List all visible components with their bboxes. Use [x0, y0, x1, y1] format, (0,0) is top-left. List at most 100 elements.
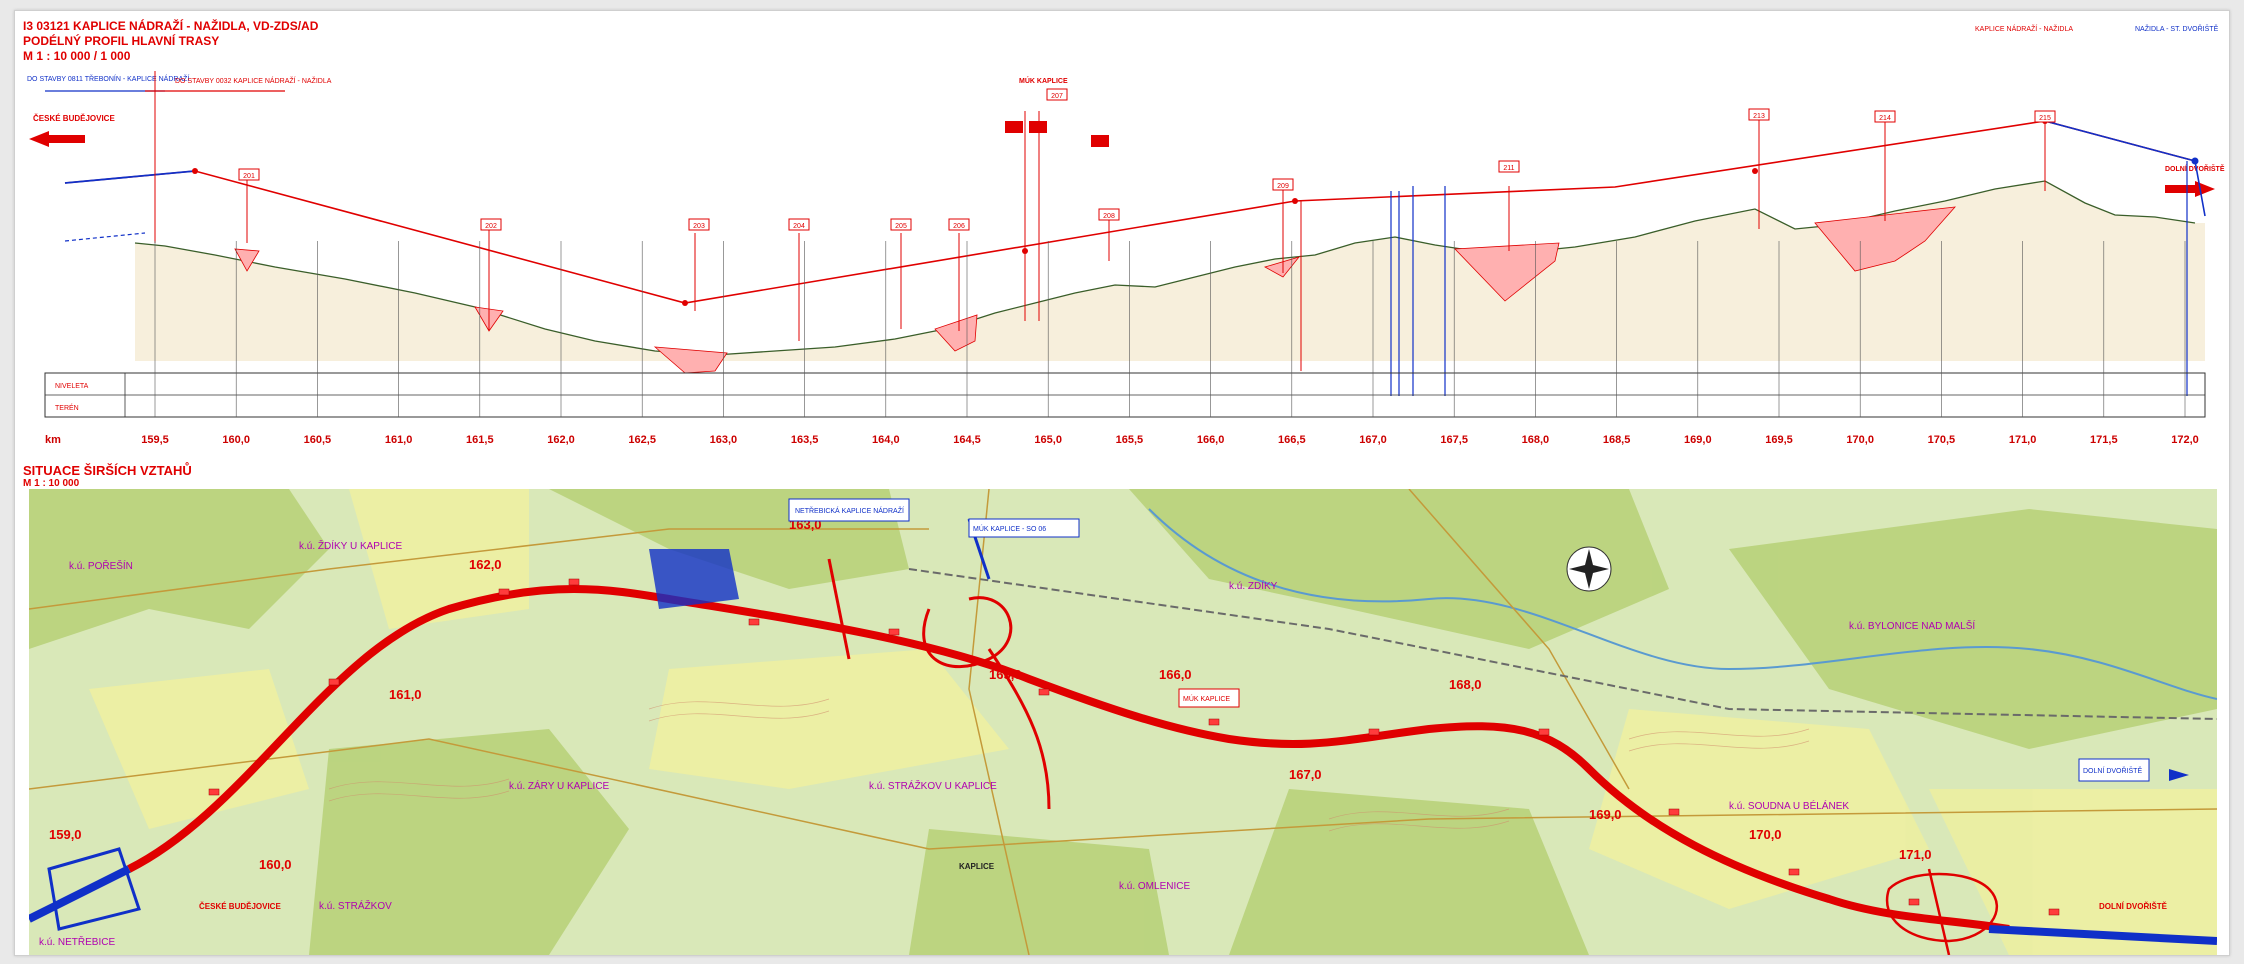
terrain-line: [134, 180, 2196, 356]
structure-202: 202: [485, 223, 497, 230]
structure-207: 207: [1051, 93, 1063, 100]
right-direction-label: DOLNÍ DVOŘIŠTĚ: [2165, 164, 2225, 173]
chainage-169: 169,0: [1589, 807, 1622, 822]
place-zdiky-2: k.ú. ZDÍKY: [1229, 579, 1278, 592]
profile-table: NIVELETA TERÉN: [44, 372, 2206, 418]
chainage-166: 166,0: [1159, 667, 1192, 682]
exit-sign-icon-3: [1091, 135, 1109, 147]
old-road-blue: [64, 232, 146, 242]
right-direction-arrow-icon: [2165, 181, 2215, 197]
km-tick-label: 160,0: [222, 434, 250, 446]
km-tick-label: 167,5: [1440, 434, 1468, 446]
km-tick-label: 167,0: [1359, 434, 1387, 446]
service-area-blue: [649, 549, 739, 609]
terrain-fill: [135, 181, 2205, 361]
chainage-159: 159,0: [49, 827, 82, 842]
right-note-1: KAPLICE NÁDRAŽÍ - NAŽIDLA: [1975, 24, 2073, 33]
profile-title-line-2: PODÉLNÝ PROFIL HLAVNÍ TRASY: [23, 34, 220, 48]
km-tick-label: 172,0: [2171, 434, 2199, 446]
kaplice-interchange: [827, 558, 1051, 810]
highway-alignment: [127, 585, 2010, 933]
structure-204: 204: [793, 223, 805, 230]
bridge-markers-blue: [1390, 161, 2188, 396]
km-tick-label: 159,5: [141, 434, 169, 446]
km-tick-label: 166,0: [1197, 434, 1225, 446]
km-tick-label: 164,5: [953, 434, 981, 446]
field-patches: [89, 489, 2217, 955]
km-tick-label: 166,5: [1278, 434, 1306, 446]
callout-4: DOLNÍ DVOŘIŠTĚ: [2083, 766, 2142, 775]
direction-kaplice: KAPLICE: [959, 862, 995, 871]
structure-markers: [154, 71, 2046, 371]
structure-symbols: [208, 578, 2060, 916]
structure-205: 205: [895, 223, 907, 230]
km-tick-label: 171,0: [2009, 434, 2037, 446]
profile-title-line-3: M 1 : 10 000 / 1 000: [23, 49, 131, 63]
km-tick-label: 161,5: [466, 434, 494, 446]
km-tick-label: 163,5: [791, 434, 819, 446]
km-tick-label: 162,0: [547, 434, 575, 446]
structure-208: 208: [1103, 213, 1115, 220]
km-tick-label: 171,5: [2090, 434, 2118, 446]
direction-dd: DOLNÍ DVOŘIŠTĚ: [2099, 902, 2168, 911]
map-arrow-icon: [2169, 769, 2189, 781]
situation-map: k.ú. POŘEŠÍN k.ú. ŽDÍKY U KAPLICE k.ú. S…: [29, 489, 2217, 955]
km-tick-label: 165,5: [1116, 434, 1144, 446]
km-ticks: 159,5 160,0 160,5 161,0 161,5 162,0 162,5 163,0…: [141, 241, 2199, 446]
map-callouts: NETŘEBICKÁ KAPLICE NÁDRAŽÍ MÚK KAPLICE M…: [788, 498, 2150, 782]
km-tick-label: 161,0: [385, 434, 413, 446]
situation-title: SITUACE ŠIRŠÍCH VZTAHŮ M 1 : 10 000: [23, 463, 423, 489]
drawing-sheet: I3 03121 KAPLICE NÁDRAŽÍ - NAŽIDLA, VD-Z…: [14, 10, 2230, 956]
place-omlenice: k.ú. OMLENICE: [1119, 881, 1190, 892]
longitudinal-profile: I3 03121 KAPLICE NÁDRAŽÍ - NAŽIDLA, VD-Z…: [15, 11, 2229, 463]
callout-3: MÚK KAPLICE - SO 06: [973, 524, 1046, 533]
situation-map-drawing: k.ú. POŘEŠÍN k.ú. ŽDÍKY U KAPLICE k.ú. S…: [29, 489, 2217, 955]
km-tick-label: 160,5: [304, 434, 332, 446]
place-soudna: k.ú. SOUDNA U BÉLÁNEK: [1729, 799, 1849, 812]
chainage-160: 160,0: [259, 857, 292, 872]
map-directions: ČESKÉ BUDĚJOVICE DOLNÍ DVOŘIŠTĚ KAPLICE: [199, 769, 2189, 911]
km-tick-label: 170,5: [1928, 434, 1956, 446]
structure-id-boxes: 201 202 203 204 205 206 207 208 209 211: [238, 88, 2056, 231]
place-strazkov: k.ú. STRÁŽKOV U KAPLICE: [869, 779, 997, 792]
exit-label: MÚK KAPLICE: [1019, 76, 1068, 85]
exit-sign-icon: [1005, 121, 1023, 133]
left-direction-arrow-icon: [29, 131, 85, 147]
structure-203: 203: [693, 223, 705, 230]
river: [1148, 508, 2217, 700]
end-interchange: [1885, 868, 1999, 955]
north-arrow-icon: [1566, 546, 1612, 592]
chainage-171: 171,0: [1899, 847, 1932, 862]
km-tick-label: 169,0: [1684, 434, 1712, 446]
chainage-170: 170,0: [1749, 827, 1782, 842]
chainage-167: 167,0: [1289, 767, 1322, 782]
row-label-teren: TERÉN: [55, 403, 79, 412]
railway: [908, 568, 2217, 720]
profile-title-line-1: I3 03121 KAPLICE NÁDRAŽÍ - NAŽIDLA, VD-Z…: [23, 19, 319, 33]
structure-209: 209: [1277, 183, 1289, 190]
place-labels: k.ú. POŘEŠÍN k.ú. ŽDÍKY U KAPLICE k.ú. S…: [39, 539, 1975, 948]
km-tick-label: 165,0: [1034, 434, 1062, 446]
km-tick-label: 163,0: [710, 434, 738, 446]
exit-sign-icon-2: [1029, 121, 1047, 133]
km-prefix: km: [45, 434, 61, 446]
place-zdiky: k.ú. ŽDÍKY U KAPLICE: [299, 539, 403, 552]
km-tick-label: 168,5: [1603, 434, 1631, 446]
structure-214: 214: [1879, 115, 1891, 122]
highway-existing-blue-right: [1988, 925, 2217, 945]
left-direction-label: ČESKÉ BUDĚJOVICE: [33, 114, 115, 123]
right-note-2: NAŽIDLA - ST. DVOŘIŠTĚ: [2135, 24, 2219, 33]
structure-213: 213: [1753, 113, 1765, 120]
left-note-1: DO STAVBY 0811 TŘEBONÍN - KAPLICE NÁDRAŽ…: [27, 74, 189, 83]
structure-215: 215: [2039, 115, 2051, 122]
structure-201: 201: [243, 173, 255, 180]
row-label-niveleta: NIVELETA: [55, 383, 89, 390]
km-tick-label: 170,0: [1846, 434, 1874, 446]
callout-1: NETŘEBICKÁ KAPLICE NÁDRAŽÍ: [795, 506, 904, 515]
place-netrebice: k.ú. NETŘEBICE: [39, 935, 115, 948]
callout-2: MÚK KAPLICE: [1183, 694, 1230, 703]
place-bylonice: k.ú. BYLONICE NAD MALŠÍ: [1849, 619, 1975, 632]
km-tick-label: 162,5: [628, 434, 656, 446]
cut-fill-hatching: [234, 206, 1956, 374]
direction-cb: ČESKÉ BUDĚJOVICE: [199, 902, 281, 911]
